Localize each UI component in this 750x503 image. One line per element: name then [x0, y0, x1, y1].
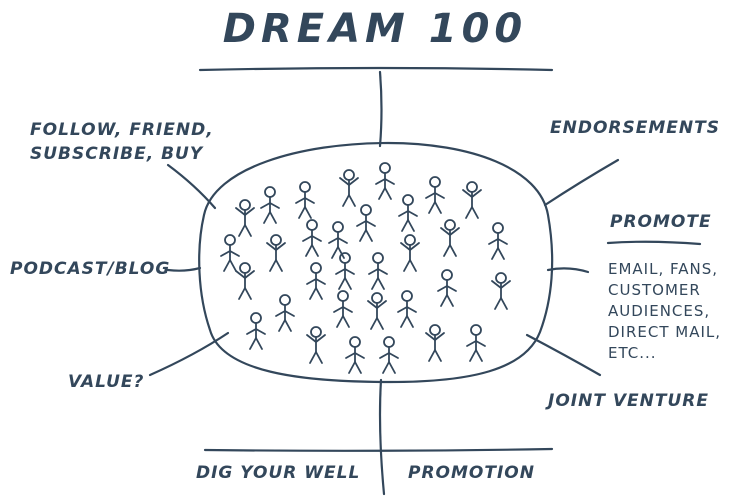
stick-figure: [379, 336, 399, 374]
promote-list-line-1: EMAIL, FANS,: [608, 260, 719, 278]
joint-venture-label: JOINT VENTURE: [548, 391, 709, 411]
promote-label: PROMOTE: [610, 212, 712, 232]
promote-list-line-4: DIRECT MAIL,: [608, 323, 722, 341]
stick-figure: [398, 194, 418, 232]
podcast-blog-label: PODCAST/BLOG: [10, 259, 171, 279]
stick-figure: [375, 162, 395, 200]
dig-your-well-label: DIG YOUR WELL: [196, 463, 361, 483]
spoke-endorsements: [543, 158, 620, 207]
stick-figure: [488, 222, 508, 260]
promote-list-line-3: AUDIENCES,: [608, 302, 711, 320]
stick-figure: [302, 219, 322, 257]
stick-figure: [400, 234, 420, 272]
stick-figure: [260, 186, 280, 224]
stick-figure: [425, 176, 445, 214]
stick-figure: [368, 252, 388, 290]
stick-figure: [333, 290, 353, 328]
follow-label-line-2: SUBSCRIBE, BUY: [30, 144, 204, 164]
stick-figure: [356, 204, 376, 242]
page-title: DREAM 100: [222, 6, 528, 52]
promotion-label: PROMOTION: [408, 463, 535, 483]
top-connector-line: [378, 70, 383, 148]
stick-figure: [220, 234, 240, 272]
spoke-follow: [166, 163, 217, 210]
central-oval: [198, 141, 554, 384]
stick-figure: [397, 290, 417, 328]
stick-figure: [295, 181, 315, 219]
follow-label-line-1: FOLLOW, FRIEND,: [30, 120, 214, 140]
stick-figure: [246, 312, 266, 350]
bottom-divider-line: [203, 447, 554, 452]
stick-figure: [440, 219, 460, 257]
stick-figure: [345, 336, 365, 374]
promote-list-line-5: ETC...: [608, 344, 657, 362]
stick-figure: [275, 294, 295, 332]
promote-list: EMAIL, FANS, CUSTOMER AUDIENCES, DIRECT …: [608, 259, 721, 364]
top-divider-line: [198, 66, 554, 72]
stick-figure: [306, 262, 326, 300]
endorsements-label: ENDORSEMENTS: [550, 118, 720, 138]
promote-underline: [606, 240, 702, 246]
stick-figure: [235, 199, 255, 237]
spoke-joint-venture: [525, 333, 602, 377]
stick-figure: [235, 262, 255, 300]
stick-figure: [491, 272, 511, 310]
stick-figure: [367, 292, 387, 330]
spoke-promote: [546, 267, 590, 274]
follow-label: FOLLOW, FRIEND, SUBSCRIBE, BUY: [30, 118, 214, 166]
stick-figure: [339, 169, 359, 207]
stick-figure: [462, 181, 482, 219]
stick-figure: [266, 234, 286, 272]
bottom-split-line: [378, 378, 386, 496]
stick-figure: [437, 269, 457, 307]
stick-figure: [335, 252, 355, 290]
promote-list-line-2: CUSTOMER: [608, 281, 701, 299]
spoke-value: [148, 331, 230, 377]
stick-figure: [306, 326, 326, 364]
stick-figure: [466, 324, 486, 362]
crowd-of-people: [220, 162, 511, 374]
stick-figure: [425, 324, 445, 362]
value-label: VALUE?: [68, 372, 145, 392]
spoke-podcast: [166, 266, 202, 272]
